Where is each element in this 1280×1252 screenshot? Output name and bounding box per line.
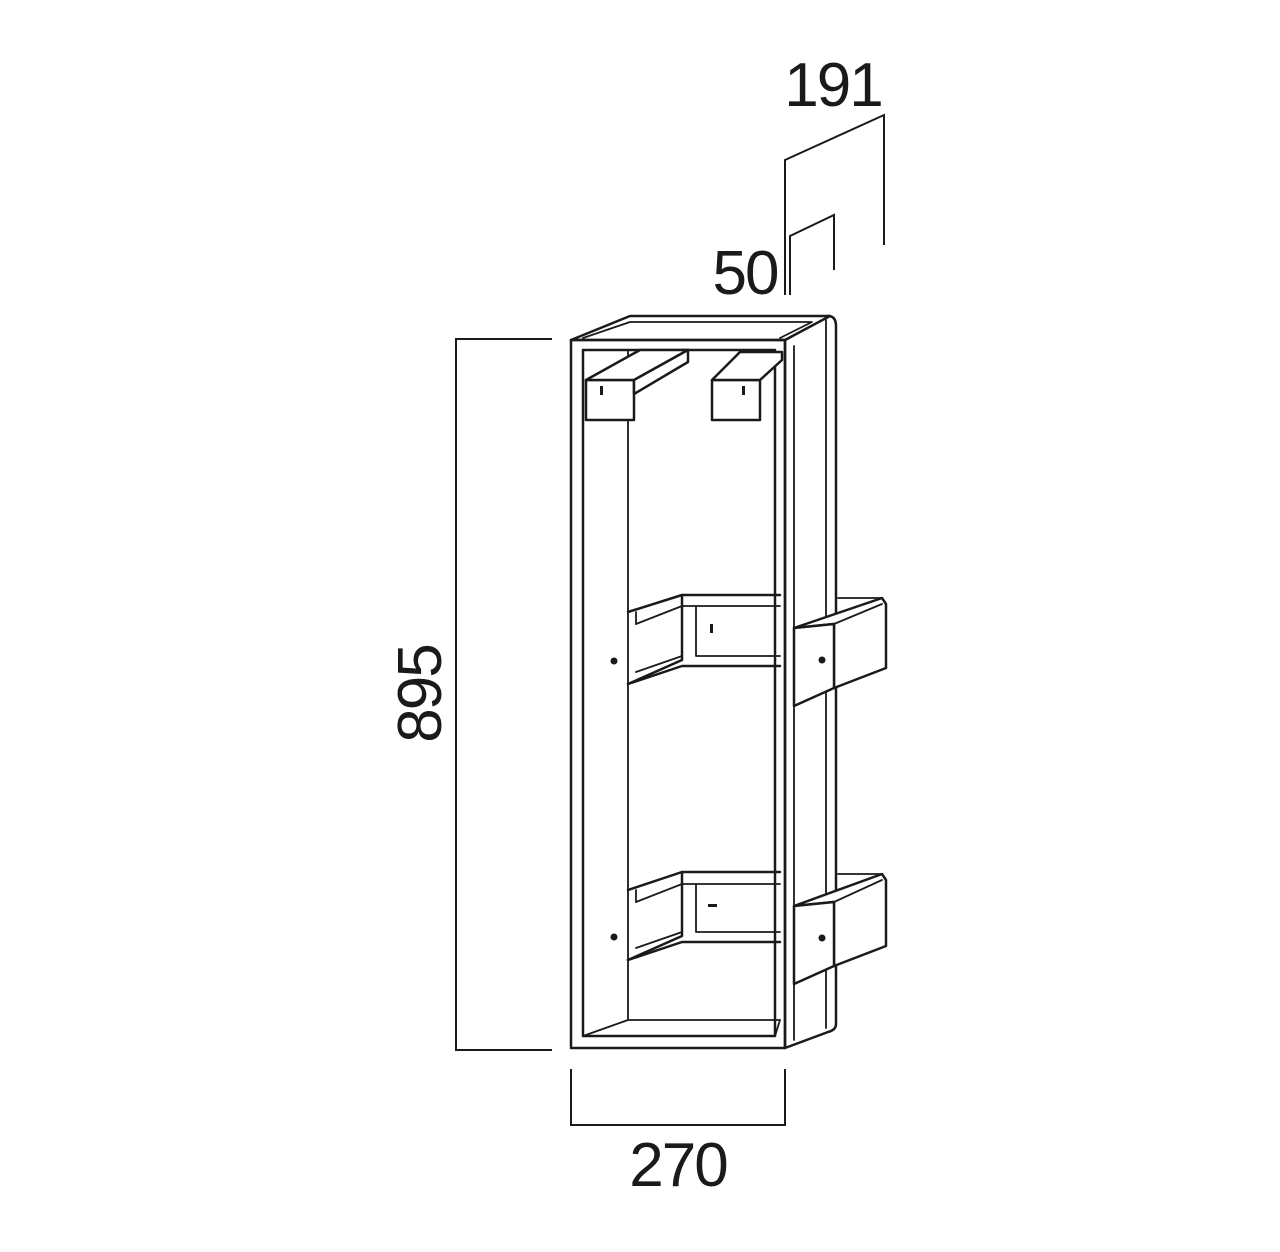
- frame-front-outer: [569, 338, 787, 1050]
- width-label: 270: [629, 1131, 727, 1200]
- screw-hole-icon: [818, 656, 826, 664]
- width-dimension-line: [570, 1069, 786, 1126]
- depth-inner-label: 50: [713, 239, 778, 308]
- depth-total-label: 191: [784, 51, 881, 120]
- screw-hole-icon: [708, 904, 717, 907]
- depth-inner-dimension-line: [789, 213, 835, 295]
- screw-hole-icon: [742, 386, 745, 395]
- holder-lower: [610, 870, 888, 986]
- screw-hole-icon: [610, 657, 618, 665]
- frame-bottom-depth-right: [774, 1019, 781, 1037]
- screw-hole-icon: [610, 933, 618, 941]
- height-dimension-line: [455, 338, 552, 1051]
- frame-bottom-depth: [582, 1019, 629, 1037]
- screw-hole-icon: [600, 386, 603, 395]
- screw-hole-icon: [710, 624, 713, 633]
- depth-total-dimension-line: [784, 113, 885, 295]
- top-bracket-right: [710, 350, 784, 422]
- frame-top-inner: [582, 321, 813, 339]
- frame-back-opening: [627, 349, 781, 1021]
- top-bracket-left: [584, 348, 690, 422]
- screw-hole-icon: [818, 934, 826, 942]
- holder-upper: [610, 593, 888, 708]
- dimension-lines: [455, 113, 885, 1126]
- height-label: 895: [386, 645, 455, 742]
